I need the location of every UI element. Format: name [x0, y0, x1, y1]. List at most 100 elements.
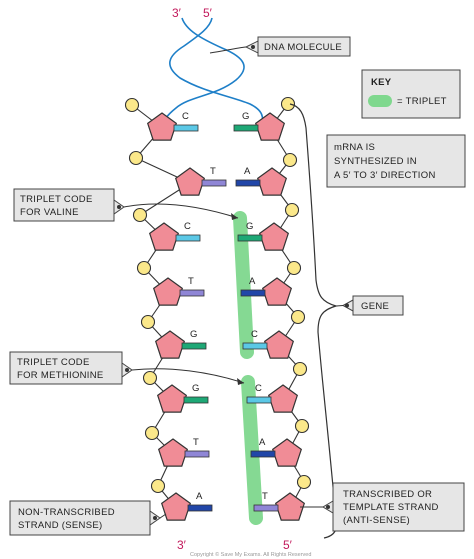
phosphate-group [284, 202, 300, 218]
phosphate-group [282, 152, 298, 168]
phosphate-group [290, 309, 306, 325]
base-left [179, 289, 205, 297]
mrna-line-3: A 5′ TO 3′ DIRECTION [334, 170, 436, 181]
bottom-left-end-label: 3′ [177, 538, 187, 552]
deoxyribose-sugar [156, 384, 188, 413]
triplet-highlights [233, 211, 263, 525]
base-left-letter: C [184, 221, 191, 232]
deoxyribose-sugar [254, 112, 286, 141]
top-right-end-label: 5′ [203, 6, 213, 20]
mrna-line-1: mRNA IS [334, 142, 375, 153]
valine-line-1: TRIPLET CODE [20, 194, 93, 205]
base-left [187, 504, 213, 512]
mrna-line-2: SYNTHESIZED IN [334, 156, 417, 167]
bottom-right-end-label: 5′ [283, 538, 293, 552]
base-left-letter: T [193, 437, 199, 448]
base-right-letter: A [249, 276, 256, 287]
triplet-highlight-methionine [241, 375, 263, 525]
phosphate-group [280, 96, 296, 112]
nontranscribed-callout: NON-TRANSCRIBED STRAND (SENSE) [9, 500, 167, 536]
phosphate-group [140, 314, 156, 330]
transcribed-line-1: TRANSCRIBED OR [343, 489, 432, 500]
helix-strand-b [169, 17, 264, 127]
phosphate-group [142, 370, 158, 386]
deoxyribose-sugar [152, 277, 184, 306]
base-left-letter: T [188, 276, 194, 287]
nontranscribed-line-2: STRAND (SENSE) [18, 520, 102, 531]
phosphate-group [124, 97, 140, 113]
gene-callout: GENE [335, 295, 404, 316]
deoxyribose-sugar [160, 492, 192, 521]
key-triplet-label: = TRIPLET [397, 96, 447, 107]
deoxyribose-sugar [261, 277, 293, 306]
deoxyribose-sugar [271, 438, 303, 467]
deoxyribose-sugar [267, 384, 299, 413]
dna-molecule-label: DNA MOLECULE [264, 42, 342, 53]
valine-line-2: FOR VALINE [20, 207, 79, 218]
methionine-line-2: FOR METHIONINE [17, 370, 104, 381]
transcribed-line-3: (ANTI-SENSE) [343, 515, 410, 526]
methionine-line-1: TRIPLET CODE [17, 357, 90, 368]
top-left-end-label: 3′ [172, 6, 182, 20]
deoxyribose-sugar [157, 438, 189, 467]
deoxyribose-sugar [274, 492, 306, 521]
deoxyribose-sugar [174, 167, 206, 196]
deoxyribose-sugar [263, 330, 295, 359]
base-left [184, 450, 210, 458]
base-right-letter: A [259, 437, 266, 448]
phosphate-group [150, 478, 166, 494]
mrna-direction-callout: mRNA IS SYNTHESIZED IN A 5′ TO 3′ DIRECT… [326, 134, 466, 188]
key-box: KEY = TRIPLET [361, 69, 461, 119]
base-left-letter: G [190, 329, 197, 340]
base-right [250, 450, 276, 458]
base-right [246, 396, 272, 404]
phosphate-group [128, 150, 144, 166]
copyright-text: Copyright © Save My Exams. All Rights Re… [190, 551, 311, 558]
methionine-callout: TRIPLET CODE FOR METHIONINE [9, 351, 245, 385]
deoxyribose-sugar [146, 112, 178, 141]
deoxyribose-sugar [148, 222, 180, 251]
base-left [175, 234, 201, 242]
base-left [201, 179, 227, 187]
base-right [253, 504, 279, 512]
helix-strand-a [161, 17, 245, 129]
base-right-letter: A [244, 166, 251, 177]
base-pairs: C G T A C G T A G C G C T A A T [173, 111, 279, 512]
base-left-letter: A [196, 491, 203, 502]
phosphate-group [132, 207, 148, 223]
base-right [240, 289, 266, 297]
base-right [233, 124, 259, 132]
base-left [181, 342, 207, 350]
dna-backbone [124, 96, 312, 521]
base-left-letter: T [210, 166, 216, 177]
base-right-letter: C [251, 329, 258, 340]
base-right [237, 234, 263, 242]
base-left [173, 124, 199, 132]
phosphate-group [136, 260, 152, 276]
transcribed-callout: TRANSCRIBED OR TEMPLATE STRAND (ANTI-SEN… [300, 482, 465, 532]
helix-strands [161, 17, 264, 129]
base-right-letter: C [255, 383, 262, 394]
nontranscribed-line-1: NON-TRANSCRIBED [18, 507, 115, 518]
valine-callout: TRIPLET CODE FOR VALINE [13, 188, 239, 222]
phosphate-group [292, 361, 308, 377]
base-left-letter: G [192, 383, 199, 394]
deoxyribose-sugar [258, 222, 290, 251]
phosphate-group [294, 418, 310, 434]
deoxyribose-sugar [154, 330, 186, 359]
base-right-letter: G [246, 221, 253, 232]
phosphate-group [296, 474, 312, 490]
base-right-letter: G [242, 111, 249, 122]
base-right [235, 179, 261, 187]
phosphate-group [144, 425, 160, 441]
transcribed-line-2: TEMPLATE STRAND [343, 502, 439, 513]
gene-label: GENE [361, 301, 389, 312]
base-right [242, 342, 268, 350]
dna-molecule-callout: DNA MOLECULE [209, 36, 351, 57]
base-left [183, 396, 209, 404]
deoxyribose-sugar [256, 167, 288, 196]
base-left-letter: C [182, 111, 189, 122]
base-right-letter: T [262, 491, 268, 502]
key-title: KEY [371, 77, 392, 88]
